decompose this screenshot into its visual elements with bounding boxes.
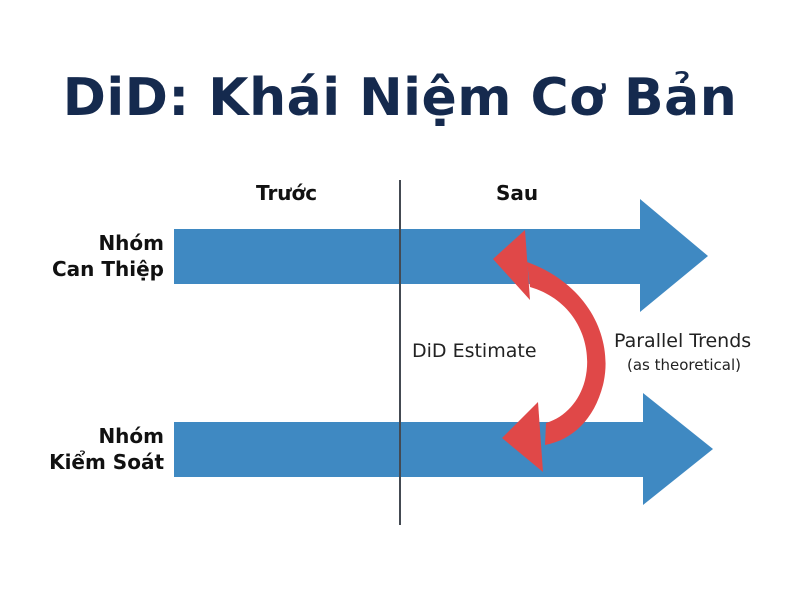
row-label-control: Nhóm Kiểm Soát [49, 423, 164, 475]
did-curve-arrow-icon [493, 230, 606, 472]
row-label-treatment: Nhóm Can Thiệp [52, 230, 164, 282]
treatment-arrow-icon [174, 199, 708, 312]
parallel-trends-label: Parallel Trends [614, 330, 752, 352]
row-label-treatment-line1: Nhóm [98, 231, 164, 255]
column-label-before: Trước [256, 181, 318, 205]
column-label-after: Sau [496, 181, 539, 205]
row-label-treatment-line2: Can Thiệp [52, 257, 164, 281]
row-label-control-line2: Kiểm Soát [49, 450, 164, 474]
page-title: DiD: Khái Niệm Cơ Bản [62, 68, 738, 128]
row-label-control-line1: Nhóm [98, 424, 164, 448]
parallel-trends-sublabel: (as theoretical) [627, 356, 741, 374]
control-arrow-icon [174, 393, 713, 505]
did-estimate-label: DiD Estimate [412, 340, 537, 362]
